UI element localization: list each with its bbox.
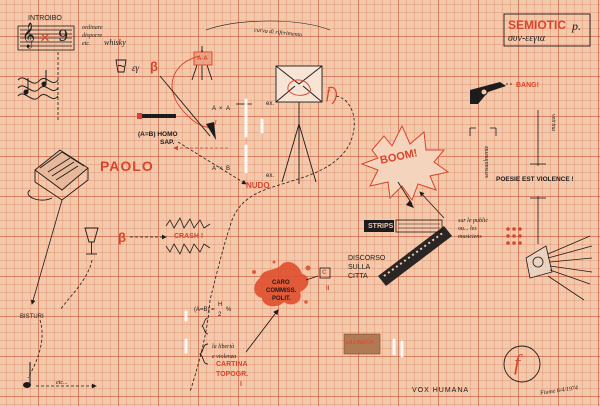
- wine-glass-icon: [84, 227, 99, 255]
- brace-small-icon: [201, 317, 209, 335]
- formula-a3: A: [212, 166, 217, 172]
- ex-label-1: ex.: [266, 101, 275, 107]
- path-glass: [59, 259, 93, 311]
- f-bottom-text: f: [514, 350, 521, 375]
- semiotic-box: [503, 13, 591, 47]
- cartina-line2: TOPOGR.: [216, 371, 249, 378]
- tripod-tv-icon: [275, 65, 323, 184]
- beta-left: β: [118, 230, 126, 245]
- fraction-num: H: [218, 302, 223, 308]
- brace-icon: [198, 343, 209, 365]
- crash-burst-icon: [165, 217, 211, 255]
- dashed-drop: [189, 299, 211, 393]
- arrow-strips-boom: [419, 191, 445, 219]
- diagonal-pointer: [159, 75, 211, 137]
- sensualmente-text: sensualmente: [484, 145, 490, 178]
- intro-label: INTROIBO: [28, 15, 62, 22]
- public-line1: sur le public: [458, 218, 488, 224]
- f-top-text: f: [326, 85, 331, 102]
- red-dots: [506, 227, 522, 245]
- public-line2: ou... les: [458, 226, 477, 232]
- film-strip-icon: [364, 219, 452, 286]
- bisturi-text: BISTURI: [20, 314, 44, 320]
- caro-line3: POLIT.: [272, 296, 291, 302]
- brace-line1: la libertà: [212, 344, 235, 350]
- boom-burst-icon: [360, 124, 450, 208]
- bass-clef-glyph: 9: [58, 26, 69, 45]
- music-staff-icon: [17, 25, 75, 51]
- nudo-text: NUDO: [246, 181, 270, 190]
- loudspeaker-icon: [525, 235, 593, 301]
- paolo-text: PAOLO: [100, 158, 154, 174]
- treble-clef-icon: 𝄞: [22, 23, 36, 48]
- ex-label-2: ex.: [266, 173, 275, 179]
- formula-a2: A: [226, 106, 231, 112]
- homo-line2: SAP.: [160, 139, 175, 146]
- red-x-glyph: ×: [40, 28, 50, 47]
- music-note-icon: [23, 362, 31, 388]
- semiotic-title: SEMIOTIC: [508, 18, 567, 32]
- stamp-text: LA LIBERTA: [346, 340, 374, 346]
- c-box-label: C: [322, 270, 327, 276]
- formula-b: B: [226, 166, 231, 172]
- ii-label: II: [326, 286, 330, 292]
- semiotic-subtitle: συν-εεγια: [508, 33, 546, 44]
- f-circle: [503, 345, 541, 383]
- white-paint-strokes: [184, 98, 404, 358]
- easel-icon: [191, 46, 213, 81]
- ordinare-text: ordinare: [82, 25, 103, 31]
- brace-line2: e violenza: [212, 354, 237, 360]
- etc-text: etc.: [82, 41, 91, 47]
- reference-curve: [205, 20, 331, 31]
- pistol-icon: [470, 82, 506, 104]
- discorso-line3: CITTA: [348, 273, 368, 280]
- typewriter-icon: [27, 149, 89, 201]
- c-box: [319, 267, 331, 279]
- cup-icon: [115, 59, 127, 73]
- discorso-line1: DISCORSO: [348, 255, 386, 262]
- pointer-tip-icon: [206, 122, 216, 140]
- etc-bottom-text: etc...: [56, 380, 68, 386]
- strips-text: STRIPS: [368, 223, 394, 230]
- f-top-hook: [327, 86, 337, 105]
- fraction-den: 2: [218, 312, 222, 318]
- fraction-pct: %: [226, 307, 232, 313]
- formula-a1: A: [212, 106, 217, 112]
- cartina-line3: I: [240, 381, 242, 388]
- easel-label: A-A: [197, 56, 208, 62]
- discorso-line2: SULLA: [348, 264, 371, 271]
- ink-splash-icon: [252, 260, 311, 307]
- match-icon: [137, 113, 176, 119]
- disporre-text: disporre: [82, 33, 103, 39]
- formula-times: ×: [219, 166, 223, 172]
- music-notes-icon: [17, 70, 59, 100]
- greek-eg: εγ: [132, 63, 140, 73]
- arrow-caro-c: [305, 275, 319, 281]
- poesie-text: POESIE EST VIOLENCE !: [496, 176, 574, 183]
- vetrina-text: vetrina: [550, 114, 556, 131]
- stamp-paper: [343, 333, 381, 355]
- greek-beta: β: [150, 59, 158, 74]
- whisky-text: whisky: [104, 38, 126, 47]
- arrow-cartina-splash: [245, 309, 279, 353]
- arrow-homo-nudo: [177, 141, 247, 185]
- bang-text: BANG!: [516, 82, 539, 89]
- crash-text: CRASH !: [174, 233, 204, 240]
- caro-line2: COMMISS.: [266, 288, 297, 294]
- formula-x: ×: [219, 106, 223, 112]
- fraction-lhs: (A=B) =: [194, 307, 215, 313]
- vertical-divider: [469, 110, 546, 244]
- arrow-typewriter-bisturi: [30, 199, 63, 305]
- public-line3: musiciens: [458, 234, 482, 240]
- homo-line1: (A=B) HOMO: [138, 131, 178, 138]
- cartina-line1: CARTINA: [216, 361, 248, 368]
- caro-line1: CARO: [272, 280, 290, 286]
- vox-humana-text: VOX HUMANA: [412, 387, 470, 394]
- semiotic-p: p.: [572, 19, 581, 33]
